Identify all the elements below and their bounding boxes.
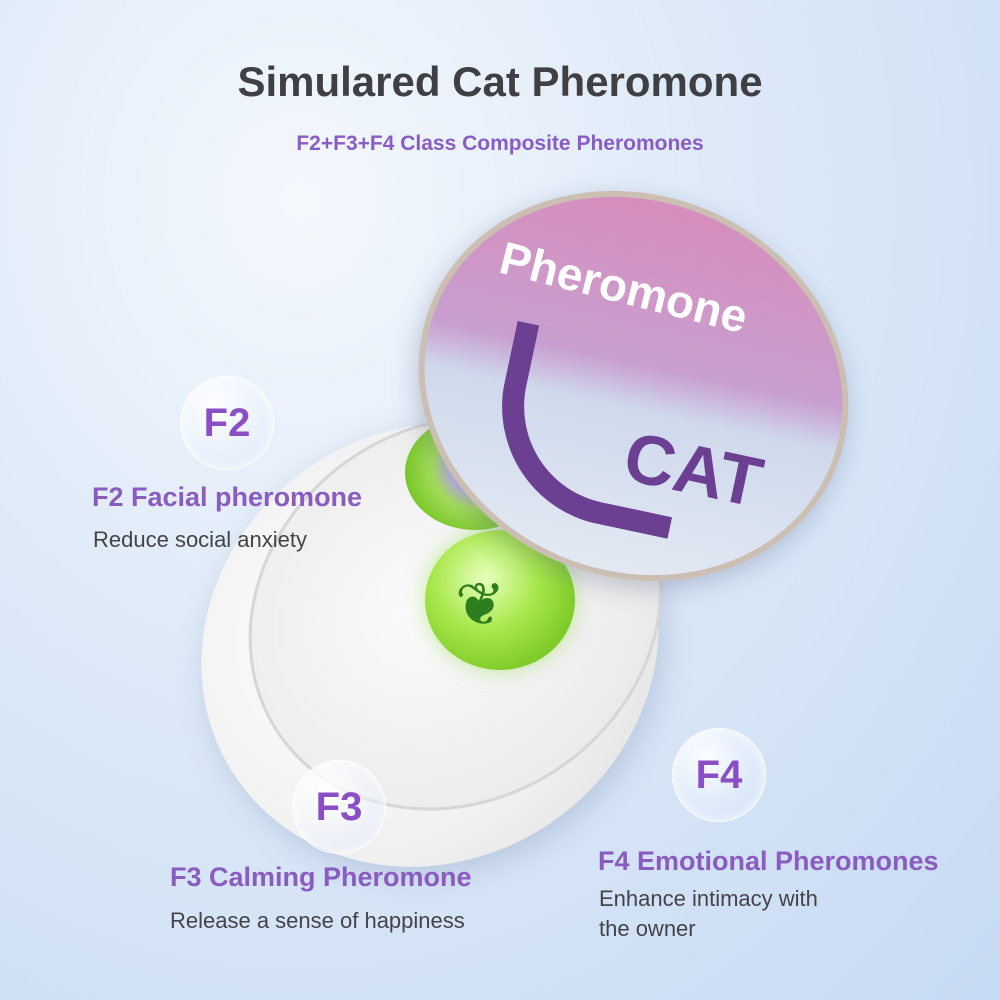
f4-desc: Enhance intimacy with the owner (599, 884, 818, 944)
f3-title: F3 Calming Pheromone (170, 862, 472, 892)
f2-title: F2 Facial pheromone (92, 482, 363, 512)
f3-badge: F3 (292, 760, 386, 854)
page-subtitle: F2+F3+F4 Class Composite Pheromones (296, 132, 704, 155)
f2-badge: F2 (180, 376, 274, 470)
f4-badge: F4 (672, 728, 766, 822)
page-title: Simulared Cat Pheromone (237, 58, 763, 105)
mint-leaf-icon: ❦ (455, 571, 506, 638)
f4-desc-line-1: Enhance intimacy with (599, 886, 818, 911)
f4-title: F4 Emotional Pheromones (598, 846, 939, 876)
f3-desc: Release a sense of happiness (170, 908, 465, 933)
f2-desc: Reduce social anxiety (93, 527, 308, 552)
f4-desc-line-2: the owner (599, 916, 696, 941)
